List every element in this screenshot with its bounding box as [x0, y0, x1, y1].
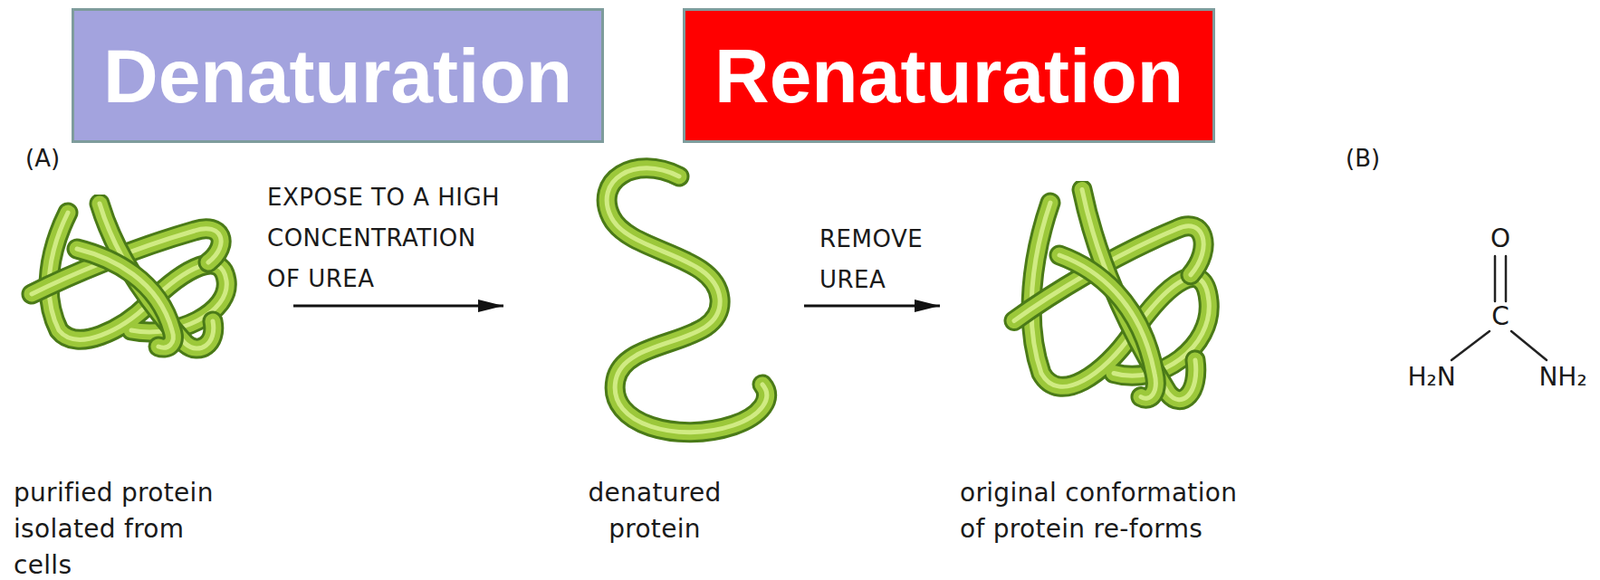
double-bond: [1494, 256, 1497, 302]
protein-figure: denatured protein: [525, 153, 785, 548]
heading-box: Renaturation: [682, 8, 1216, 144]
protein-tube: [1082, 190, 1197, 401]
single-bond: [1451, 331, 1490, 361]
process-arrow: [804, 305, 940, 308]
protein-drawing: [959, 181, 1291, 476]
protein-tube: [606, 168, 767, 433]
heading-text: Renaturation: [714, 38, 1184, 115]
protein-tube: [76, 249, 173, 348]
protein-tube: [1082, 190, 1197, 401]
process-arrow: [293, 305, 504, 308]
protein-tube: [1059, 255, 1156, 399]
panel-letter: (A): [25, 146, 60, 171]
protein-chain: [31, 203, 227, 349]
protein-drawing: [13, 194, 272, 476]
protein-figure: purified protein isolated from cells: [13, 194, 272, 580]
heading-box: Denaturation: [71, 8, 604, 144]
protein-tube: [99, 203, 214, 349]
protein-tube: [99, 203, 214, 349]
caption-text: denatured protein: [573, 475, 737, 548]
atom-label: C: [1491, 304, 1510, 330]
arrow-label: EXPOSE TO A HIGH CONCENTRATION OF UREA: [267, 177, 510, 300]
protein-tube: [1059, 255, 1156, 399]
heading-text: Denaturation: [103, 38, 573, 115]
protein-figure: original conformation of protein re-form…: [959, 181, 1291, 548]
protein-tube: [606, 168, 767, 433]
panel-letter: (B): [1345, 146, 1380, 171]
single-bond: [1511, 331, 1547, 361]
protein-drawing: [525, 153, 785, 476]
atom-label: H₂N: [1407, 364, 1456, 391]
arrow-label: REMOVE UREA: [819, 219, 951, 301]
protein-chain: [606, 168, 767, 433]
protein-tube: [1059, 255, 1156, 399]
protein-tube: [76, 249, 173, 348]
protein-tube: [1082, 190, 1197, 401]
urea-bonds: [1451, 256, 1547, 361]
protein-tube: [99, 203, 214, 349]
protein-tube: [606, 168, 767, 433]
caption-text: purified protein isolated from cells: [13, 475, 236, 580]
double-bond: [1504, 256, 1508, 302]
protein-chain: [1014, 190, 1209, 401]
atom-label: O: [1490, 226, 1511, 252]
caption-text: original conformation of protein re-form…: [959, 475, 1252, 548]
atom-label: NH₂: [1538, 364, 1587, 391]
protein-tube: [76, 249, 173, 348]
